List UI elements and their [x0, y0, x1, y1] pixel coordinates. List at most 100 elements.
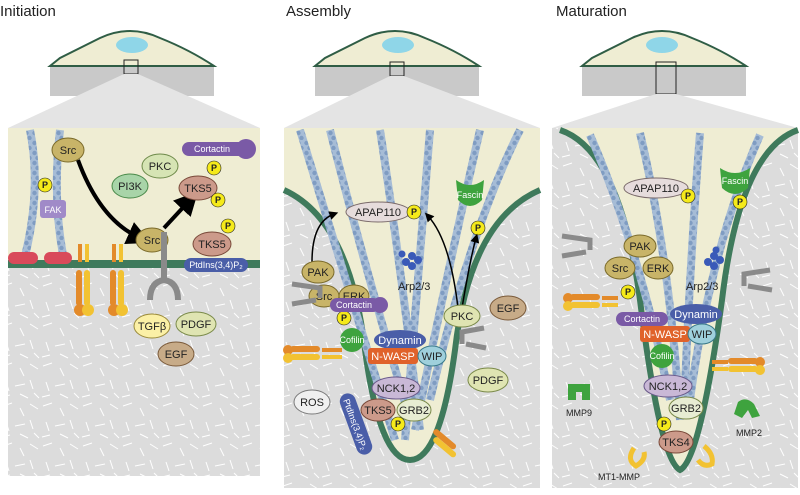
receptor-orange-left: [563, 293, 618, 311]
src-tks5-arrow: [162, 191, 199, 230]
egf-factor: [157, 341, 195, 367]
initiation-title: Initiation: [0, 3, 56, 20]
mt1mmp-label: MT1-MMP: [598, 472, 640, 482]
phospho-site: [210, 192, 226, 208]
arp23-complex: [398, 250, 422, 270]
pak-label: PAK: [629, 241, 651, 253]
receptor-orange-right: [712, 357, 765, 375]
actin-filament: [411, 129, 484, 431]
cortactin-protein: [330, 298, 380, 312]
ros-label: ROS: [300, 397, 324, 409]
receptor-orange-right: [108, 244, 128, 316]
dynamin-protein: [670, 304, 722, 324]
tks5-lower: [192, 231, 232, 257]
egf-label: EGF: [165, 349, 188, 361]
tgfb-factor: [133, 313, 171, 339]
actin-filament: [680, 132, 704, 411]
src-label: Src: [612, 263, 629, 275]
ptdins-label: PtdIns(3,4)P₂: [189, 260, 243, 270]
phospho-label: P: [475, 223, 481, 233]
cofilin-protein: [340, 328, 364, 352]
arp23-label: Arp2/3: [686, 281, 718, 293]
mt1mmp-enzyme-left: [628, 446, 647, 469]
tks4-label: TKS4: [662, 437, 690, 449]
arp23-label: Arp2/3: [398, 281, 430, 293]
fascin-protein: [720, 168, 750, 194]
phospho-site: [656, 416, 672, 432]
phospho-site: [37, 177, 53, 193]
pdgf-factor: [467, 367, 509, 393]
nwasp-label: N-WASP: [643, 329, 687, 341]
receptor-orange-left: [74, 244, 94, 316]
phospho-label: P: [341, 313, 347, 323]
assembly-nucleus: [382, 37, 414, 53]
fascin-label: Fascin: [457, 190, 484, 200]
pak-protein: [623, 234, 657, 258]
actin-filament: [20, 129, 39, 261]
phospho-label: P: [395, 419, 401, 429]
erk-label: ERK: [647, 263, 670, 275]
apap110-protein: [623, 177, 689, 199]
egf-label: EGF: [497, 303, 520, 315]
receptor-gray-right: [459, 325, 487, 351]
pi3k-label: PI3K: [118, 181, 143, 193]
pi3k-protein: [111, 173, 149, 199]
cortactin-protein: [182, 142, 246, 156]
grb2-protein: [396, 398, 432, 422]
src-mid: [135, 227, 169, 253]
phospho-site: [680, 188, 696, 204]
apap110-label: APAP110: [633, 183, 679, 195]
receptor-gray-right: [741, 267, 773, 293]
wip-protein: [687, 323, 717, 345]
pkc-apap-arrow: [424, 212, 459, 309]
phospho-site: [390, 416, 406, 432]
assembly-panel: Assembly APAP110 P Fascin P PAK: [282, 3, 542, 488]
dynamin-protein: [374, 330, 426, 350]
receptor-orange-left: [283, 345, 342, 363]
phospho-label: P: [211, 163, 217, 173]
tks5-upper: [178, 175, 218, 201]
phospho-label: P: [215, 195, 221, 205]
erk-protein: [642, 256, 674, 280]
mmp2-enzyme: [734, 399, 760, 418]
phospho-site: [206, 160, 222, 176]
nck-label: NCK1,2: [377, 383, 416, 395]
pkc-label: PKC: [149, 161, 172, 173]
pkc-protein: [141, 153, 179, 179]
nck-protein: [371, 376, 421, 400]
src-protein: [604, 256, 636, 280]
cofilin-label: Cofilin: [649, 351, 674, 361]
receptor-gray-left: [291, 281, 323, 307]
maturation-zoom-cone: [552, 94, 798, 128]
fak-label: FAK: [44, 205, 61, 215]
pak-label: PAK: [307, 267, 329, 279]
cofilin-label: Cofilin: [339, 335, 364, 345]
phospho-site: [732, 194, 748, 210]
src-top-label: Src: [60, 145, 77, 157]
wip-label: WIP: [422, 351, 443, 363]
wip-label: WIP: [692, 329, 713, 341]
fak-protein: [40, 200, 66, 218]
phospho-site: [406, 204, 422, 220]
pkc-protein: [443, 304, 481, 328]
maturation-panel: Maturation APAP110 P Fascin P: [552, 3, 800, 488]
integrin-right: [44, 252, 72, 264]
maturation-matrix-strip: [582, 66, 746, 96]
fascin-label: Fascin: [722, 176, 749, 186]
receptor-gray-left: [561, 233, 593, 259]
pkc-fascin-arrow: [461, 233, 480, 309]
nwasp-protein: [640, 326, 690, 342]
mt1mmp-enzyme-right: [696, 444, 715, 468]
phospho-label: P: [411, 207, 417, 217]
pdgf-label: PDGF: [473, 375, 504, 387]
grb2-label: GRB2: [671, 403, 701, 415]
phospho-label: P: [737, 197, 743, 207]
nwasp-protein: [368, 348, 418, 364]
pak-protein: [301, 260, 335, 284]
initiation-nucleus: [116, 37, 148, 53]
cortactin-protein: [616, 312, 668, 326]
src-mid-label: Src: [144, 235, 161, 247]
cortactin-label: Cortactin: [336, 300, 372, 310]
cofilin-protein: [650, 344, 674, 368]
maturation-nucleus: [646, 37, 678, 53]
